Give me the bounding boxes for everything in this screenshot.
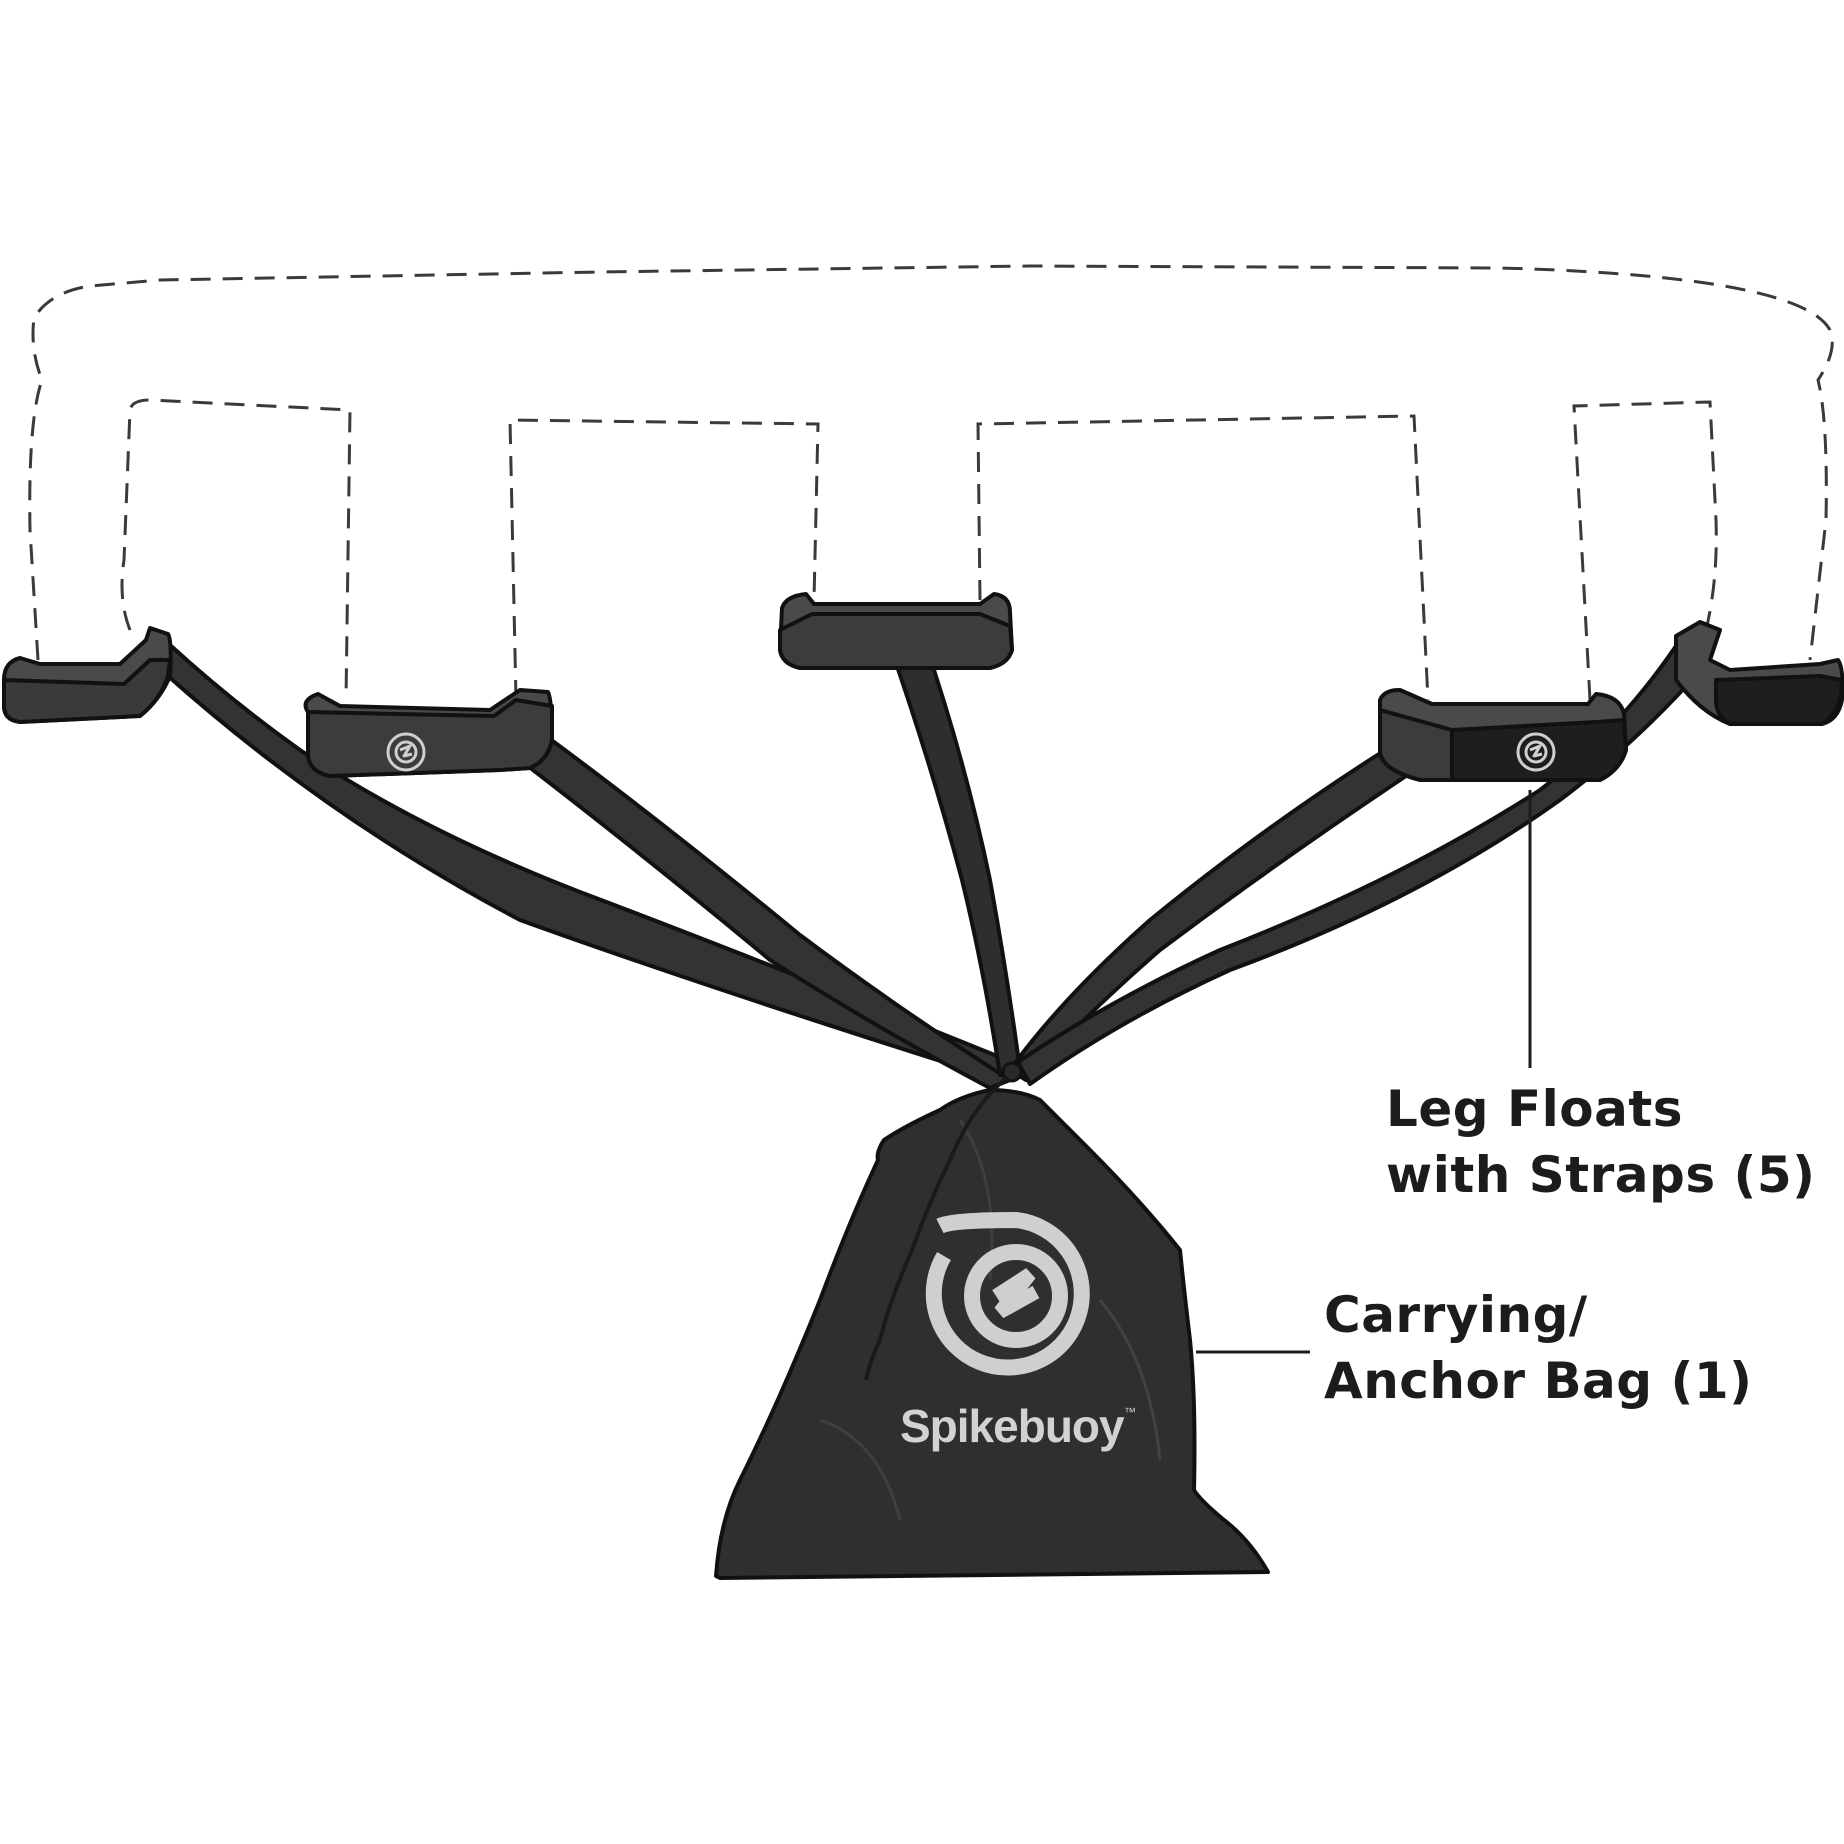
bag-brand-text: Spikebuoy	[900, 1400, 1125, 1452]
leg-floats-label-line2: with Straps (5)	[1386, 1146, 1816, 1204]
spikebuoy-logo-icon	[1516, 732, 1556, 772]
bag-trademark-text: ™	[1124, 1405, 1136, 1419]
leg-floats-label-line1: Leg Floats	[1386, 1080, 1683, 1138]
leg-float-2	[303, 688, 554, 778]
platform-outline-dashed	[28, 264, 1834, 701]
leg-gap-4-dashed	[1572, 400, 1718, 701]
leg-gap-2-dashed	[508, 418, 820, 701]
spikebuoy-logo-icon	[386, 732, 426, 772]
anchor-bag: Spikebuoy ™	[714, 1076, 1270, 1580]
strap-3	[886, 638, 1022, 1077]
bag-fold-1	[819, 1418, 902, 1521]
callout-leaders	[1196, 790, 1532, 1354]
leg-gap-3-dashed	[976, 414, 1430, 701]
strap-knot	[1001, 1061, 1023, 1083]
leg-float-5	[1674, 620, 1844, 726]
leg-float-3	[778, 592, 1014, 670]
spikebuoy-logo-icon	[925, 1211, 1090, 1376]
leg-float-1	[2, 626, 173, 724]
outer-dashed-contour	[28, 264, 1834, 661]
bag-fold-2	[1098, 1299, 1162, 1461]
bag-label-line2: Anchor Bag (1)	[1324, 1352, 1752, 1410]
strap-5	[1016, 638, 1708, 1086]
leg-floats	[2, 592, 1844, 782]
bag-drawstring	[864, 1076, 1008, 1381]
bag-label-line1: Carrying/	[1324, 1286, 1588, 1344]
leg-gap-1-dashed	[120, 398, 352, 701]
leg-float-4	[1378, 688, 1628, 782]
